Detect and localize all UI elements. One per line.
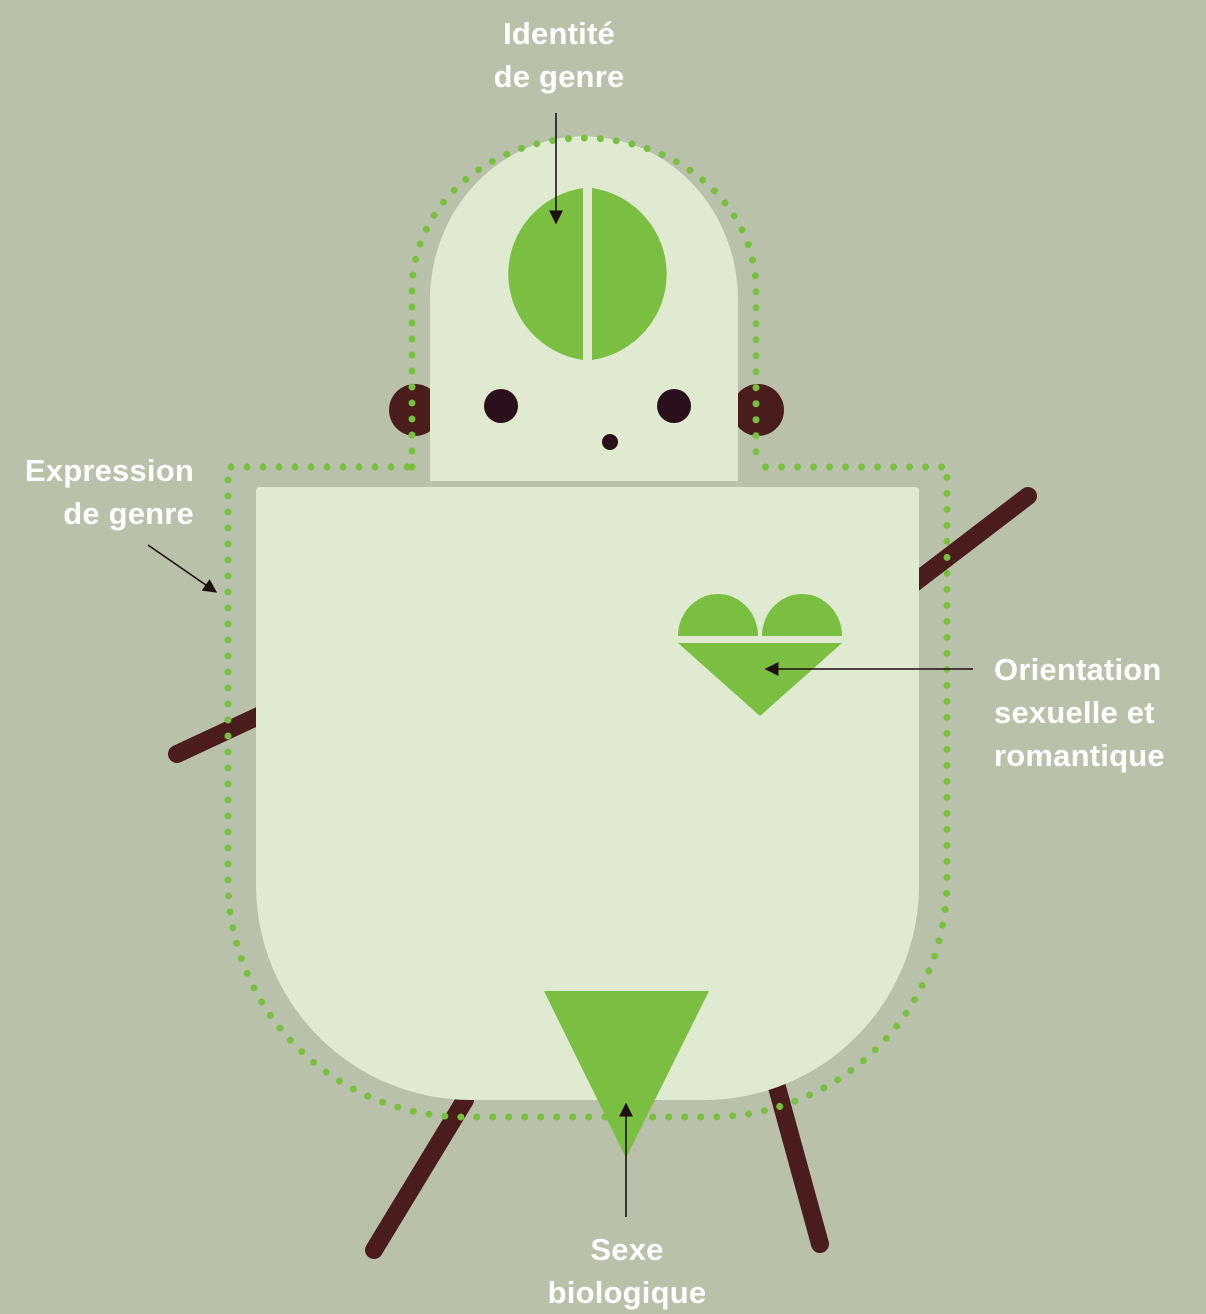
orientation-line-1: Orientation: [994, 648, 1206, 691]
biological-sex-label: Sexe biologique: [527, 1228, 727, 1314]
biological-sex-line-2: biologique: [527, 1271, 727, 1314]
gender-expression-line-1: Expression: [0, 449, 194, 492]
gender-expression-line-2: de genre: [0, 492, 194, 535]
gender-expression-label: Expression de genre: [0, 449, 194, 535]
head: [430, 136, 738, 481]
orientation-label: Orientation sexuelle et romantique: [994, 648, 1206, 777]
gender-identity-line-2: de genre: [459, 55, 659, 98]
gender-identity-line-1: Identité: [459, 12, 659, 55]
orientation-line-2: sexuelle et: [994, 691, 1206, 734]
arrow-expression: [148, 545, 216, 592]
left-leg: [374, 1100, 465, 1250]
right-ear: [732, 384, 784, 436]
gender-identity-label: Identité de genre: [459, 12, 659, 98]
nose: [602, 434, 618, 450]
left-eye: [484, 389, 518, 423]
right-arm: [905, 496, 1028, 590]
orientation-line-3: romantique: [994, 734, 1206, 777]
right-eye: [657, 389, 691, 423]
biological-sex-line-1: Sexe: [527, 1228, 727, 1271]
